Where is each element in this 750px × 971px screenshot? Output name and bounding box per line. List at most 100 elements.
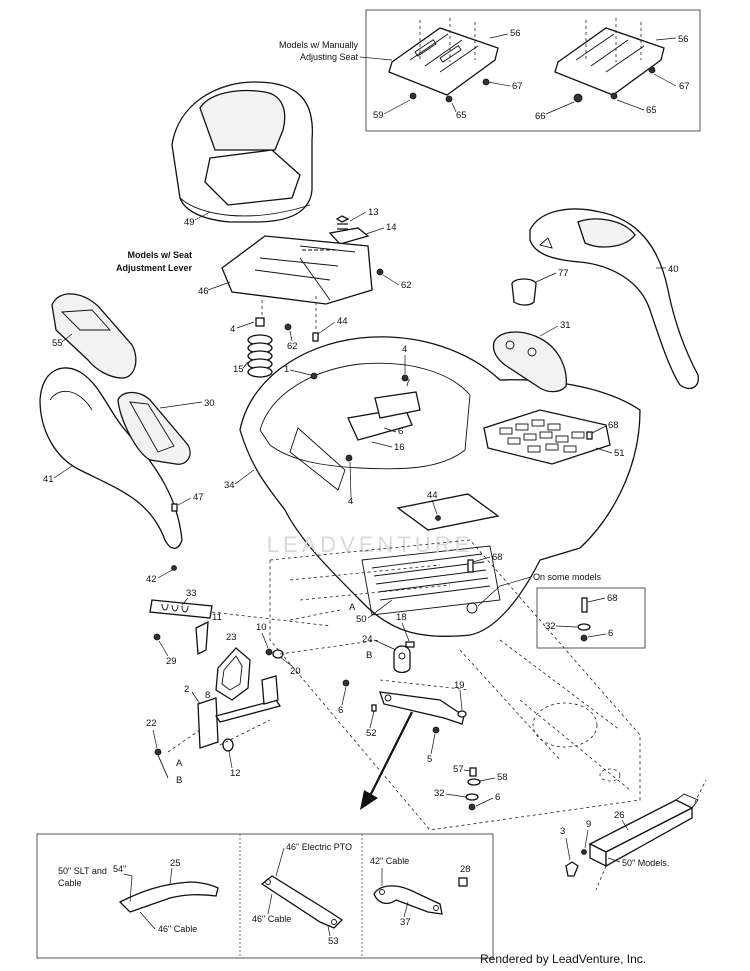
callout-46: 46: [198, 286, 209, 297]
rear-bracket-50in: 26 9 3 50" Models.: [560, 779, 707, 891]
callout-62a: 62: [401, 280, 412, 291]
models-50-note: 50" Models.: [622, 858, 669, 868]
callout-6d: 6: [495, 792, 500, 803]
callout-56b: 56: [678, 34, 689, 45]
lift-link-variants-inset: 50" SLT and Cable 54" 25 46" Cable 46" E…: [36, 833, 494, 959]
seat-lever-note-line1: Models w/ Seat: [127, 250, 192, 260]
callout-B1: B: [366, 650, 372, 661]
left-fender-parts: 55 41 30 47 42: [39, 293, 215, 585]
callout-28: 28: [460, 864, 471, 875]
callout-5: 5: [427, 754, 432, 765]
callout-44a: 44: [337, 316, 348, 327]
callout-6a: 6: [398, 426, 403, 437]
callout-10: 10: [256, 622, 267, 633]
manual-seat-inset: Models w/ Manually Adjusting Seat 56 67: [279, 9, 701, 132]
lift-link-inset-border: [36, 833, 494, 959]
callout-20: 20: [290, 666, 301, 677]
callout-32a: 32: [545, 621, 556, 632]
callout-59: 59: [373, 110, 384, 121]
callout-58: 58: [497, 772, 508, 783]
callout-6b: 6: [608, 628, 613, 639]
callout-37: 37: [400, 917, 411, 928]
seat-lever-note-line2: Adjustment Lever: [116, 263, 193, 273]
callout-65a: 65: [456, 110, 467, 121]
callout-68c: 68: [607, 593, 618, 604]
slt-cable-note-line1: 50" SLT and: [58, 866, 107, 876]
callout-40: 40: [668, 264, 679, 275]
lift-linkage: 33 29 11 23 10 20 A 2 8 12 22 A B: [146, 588, 381, 786]
callout-4c: 4: [348, 496, 353, 507]
callout-3: 3: [560, 826, 565, 837]
callout-8: 8: [205, 690, 210, 701]
callout-67b: 67: [679, 81, 690, 92]
seat-spring: 15 4 62 44: [230, 296, 348, 378]
callout-24: 24: [362, 634, 373, 645]
callout-A2: A: [176, 758, 183, 769]
size-54-note: 54": [113, 864, 126, 874]
callout-68b: 68: [492, 552, 503, 563]
seat-mounting-plate-right: [554, 18, 665, 103]
callout-50: 50: [356, 614, 367, 625]
callout-49: 49: [184, 217, 195, 228]
callout-47: 47: [193, 492, 204, 503]
callout-7: 7: [405, 378, 410, 389]
callout-4b: 4: [402, 344, 407, 355]
callout-33: 33: [186, 588, 197, 599]
manual-seat-note-line2: Adjusting Seat: [300, 52, 359, 62]
seat: 49: [171, 81, 314, 228]
center-linkage: 24 B 18 6 19 52 5: [338, 612, 467, 810]
callout-52: 52: [366, 728, 377, 739]
electric-pto-46-note: 46" Electric PTO: [286, 842, 352, 852]
direction-arrow: [360, 790, 378, 810]
right-fender-parts: 40 77 31 51 68: [483, 208, 699, 465]
callout-65b: 65: [646, 105, 657, 116]
on-some-models-note: On some models: [533, 572, 602, 582]
callout-30: 30: [204, 398, 215, 409]
on-some-models-border: [536, 587, 646, 649]
cable-46-note-b: 46" Cable: [252, 914, 291, 924]
callout-42: 42: [146, 574, 157, 585]
callout-68a: 68: [608, 420, 619, 431]
callout-66: 66: [535, 111, 546, 122]
callout-19: 19: [454, 680, 465, 691]
pivot-hardware-stack: 57 58 32 6: [434, 764, 508, 811]
callout-15: 15: [233, 364, 244, 375]
callout-57: 57: [453, 764, 464, 775]
callout-56a: 56: [510, 28, 521, 39]
callout-12: 12: [230, 768, 241, 779]
cable-42-note: 42" Cable: [370, 856, 409, 866]
rendered-by-credit: Rendered by LeadVenture, Inc.: [480, 952, 647, 966]
callout-11: 11: [212, 612, 222, 623]
callout-34: 34: [224, 480, 235, 491]
cable-46-note-a: 46" Cable: [158, 924, 197, 934]
callout-53: 53: [328, 936, 339, 947]
callout-51: 51: [614, 448, 625, 459]
callout-67a: 67: [512, 81, 523, 92]
manual-seat-note-line1: Models w/ Manually: [279, 40, 359, 50]
seat-adjust-assembly: Models w/ Seat Adjustment Lever 13 14 46…: [116, 207, 412, 305]
rear-fender-body: 34 50 44 1 4 7 6 16 4: [224, 336, 641, 638]
callout-77: 77: [558, 268, 569, 279]
callout-14: 14: [386, 222, 397, 233]
callout-4a: 4: [230, 324, 235, 335]
callout-26: 26: [614, 810, 625, 821]
seat-mounting-plate-left: [388, 18, 499, 103]
on-some-models-inset: On some models 68 32 6: [466, 572, 646, 649]
callout-22: 22: [146, 718, 157, 729]
callout-32b: 32: [434, 788, 445, 799]
manual-seat-inset-border: [365, 9, 701, 132]
callout-2: 2: [184, 684, 189, 695]
watermark-text: LEADVENTURE: [267, 532, 474, 557]
callout-16: 16: [394, 442, 405, 453]
callout-9: 9: [586, 819, 591, 830]
callout-44b: 44: [427, 490, 438, 501]
callout-6c: 6: [338, 705, 343, 716]
callout-29: 29: [166, 656, 177, 667]
callout-B2: B: [176, 775, 182, 786]
callout-A1: A: [349, 602, 356, 613]
callout-41: 41: [43, 474, 54, 485]
tractor-frame-outline: [269, 539, 641, 831]
callout-1: 1: [284, 364, 289, 375]
callout-23: 23: [226, 632, 237, 643]
